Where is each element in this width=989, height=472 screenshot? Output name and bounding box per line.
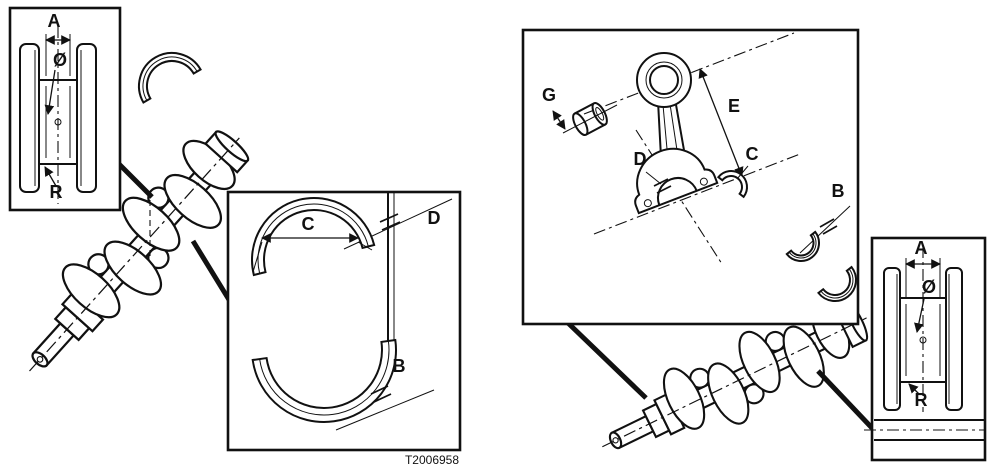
dim-line-b-main: [335, 389, 435, 431]
dim-label-r-left: R: [50, 182, 63, 202]
dim-label-r-right: R: [915, 390, 928, 410]
main-bearing-lower-shell: [251, 338, 397, 423]
leader-main-bearing: [190, 239, 234, 305]
dim-label-d-main: D: [428, 208, 441, 228]
radius-arrow-left: [44, 166, 57, 187]
dim-label-diameter-right: Ø: [922, 277, 936, 297]
diameter-arrow-left: [44, 69, 56, 115]
rod-bearing-shell-2: [817, 265, 857, 302]
dim-label-diameter-left: Ø: [53, 50, 67, 70]
bearing-shell-loose: [138, 52, 202, 104]
dimension-G-bushing: [552, 110, 566, 130]
dim-line-b-rod: [799, 205, 851, 254]
leader-right-journal: [816, 369, 874, 430]
dim-label-g-rod: G: [542, 85, 556, 105]
figure-code: T2006958: [405, 453, 459, 467]
callout-main-bearing: D C B: [226, 190, 462, 452]
centerline-big-end: [593, 153, 801, 235]
centerline-small-end: [583, 32, 795, 115]
leader-connecting-rod: [565, 320, 648, 400]
dim-label-e-rod: E: [728, 96, 740, 116]
dim-label-b-main: B: [393, 356, 406, 376]
rod-bearing-shell-1: [785, 230, 820, 262]
dim-label-b-rod: B: [832, 181, 845, 201]
dim-label-a-left: A: [48, 11, 61, 31]
dimension-E-centers: [698, 68, 744, 177]
radius-arrow-right: [908, 383, 920, 395]
dim-label-a-right: A: [915, 238, 928, 258]
dim-label-c-main: C: [302, 214, 315, 234]
dim-label-c-rod: C: [746, 144, 759, 164]
callout-left-journal: A Ø R: [8, 6, 122, 212]
dim-label-d-rod: D: [634, 149, 647, 169]
main-bearing-upper-shell: [251, 197, 376, 277]
diameter-arrow-right: [914, 298, 925, 333]
callout-connecting-rod: E G D C B: [521, 28, 860, 326]
rod-bearing-shell-upper: [716, 170, 748, 199]
leader-left-journal: [115, 160, 154, 199]
callout-right-journal: A Ø R: [864, 236, 987, 462]
